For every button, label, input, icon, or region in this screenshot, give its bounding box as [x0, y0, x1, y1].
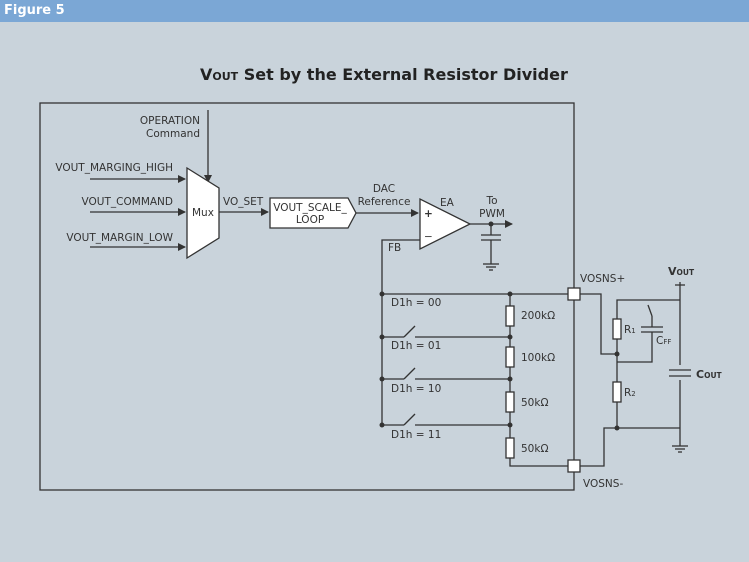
vosns-plus-label: VOSNS+	[580, 273, 625, 285]
scale-loop-label-2: LOOP	[296, 214, 324, 226]
vosns-plus-wire	[580, 293, 617, 355]
resistor-label-200k: 200kΩ	[521, 310, 555, 322]
resistor-label-50k-b: 50kΩ	[521, 443, 548, 455]
mux-block	[186, 166, 220, 260]
operation-label-1: OPERATION	[140, 115, 200, 127]
resistor-r2	[612, 381, 622, 403]
switch-label-01: D1h = 01	[391, 340, 441, 352]
resistor-200k	[505, 305, 515, 327]
figure-label: Figure 5	[4, 3, 65, 18]
resistor-100k	[505, 346, 515, 368]
ea-minus: −	[424, 231, 433, 243]
r2-label: R2	[624, 387, 636, 399]
dac-label-1: DAC	[373, 183, 395, 195]
resistor-label-100k: 100kΩ	[521, 352, 555, 364]
fb-line	[381, 239, 420, 424]
input-label-margin-low: VOUT_MARGIN_LOW	[66, 232, 173, 244]
resistor-50k-a	[505, 391, 515, 413]
switch-10	[379, 367, 513, 382]
vo-set-label: VO_SET	[223, 196, 264, 208]
dac-label-2: Reference	[358, 196, 411, 208]
switch-11	[379, 413, 513, 428]
switch-label-11: D1h = 11	[391, 429, 441, 441]
resistor-r1	[612, 318, 622, 340]
input-label-command: VOUT_COMMAND	[82, 196, 173, 208]
switch-01	[379, 325, 513, 340]
pin-vosns-plus	[567, 287, 581, 301]
r1-label: R1	[624, 324, 636, 336]
cff-switch	[647, 304, 653, 317]
vosns-minus-label: VOSNS-	[583, 478, 623, 490]
error-amplifier	[419, 197, 472, 251]
mux-label: Mux	[192, 207, 214, 219]
cout-label: COUT	[696, 368, 723, 381]
ground-icon	[483, 263, 499, 271]
ea-label: EA	[440, 197, 455, 209]
diagram-title: VOUT Set by the External Resistor Divide…	[200, 65, 568, 84]
resistor-50k-b	[505, 437, 515, 459]
to-pwm-label-2: PWM	[479, 208, 505, 220]
cff-label: CFF	[656, 335, 671, 347]
input-label-margin-high: VOUT_MARGING_HIGH	[55, 162, 173, 174]
vosns-minus-wire	[580, 427, 617, 467]
vout-scale-loop-block	[269, 197, 357, 229]
resistor-label-50k-a: 50kΩ	[521, 397, 548, 409]
pin-vosns-minus	[567, 459, 581, 473]
fb-label: FB	[388, 242, 401, 254]
scale-loop-label-1: VOUT_SCALE_	[273, 202, 347, 214]
ea-plus: +	[424, 208, 433, 220]
vout-label: VOUT	[668, 265, 695, 278]
figure-header: Figure 5	[0, 0, 749, 22]
operation-label-2: Command	[146, 128, 200, 140]
to-pwm-label-1: To	[485, 195, 497, 207]
switch-label-00: D1h = 00	[391, 297, 441, 309]
ground-icon	[672, 445, 688, 453]
switch-label-10: D1h = 10	[391, 383, 441, 395]
